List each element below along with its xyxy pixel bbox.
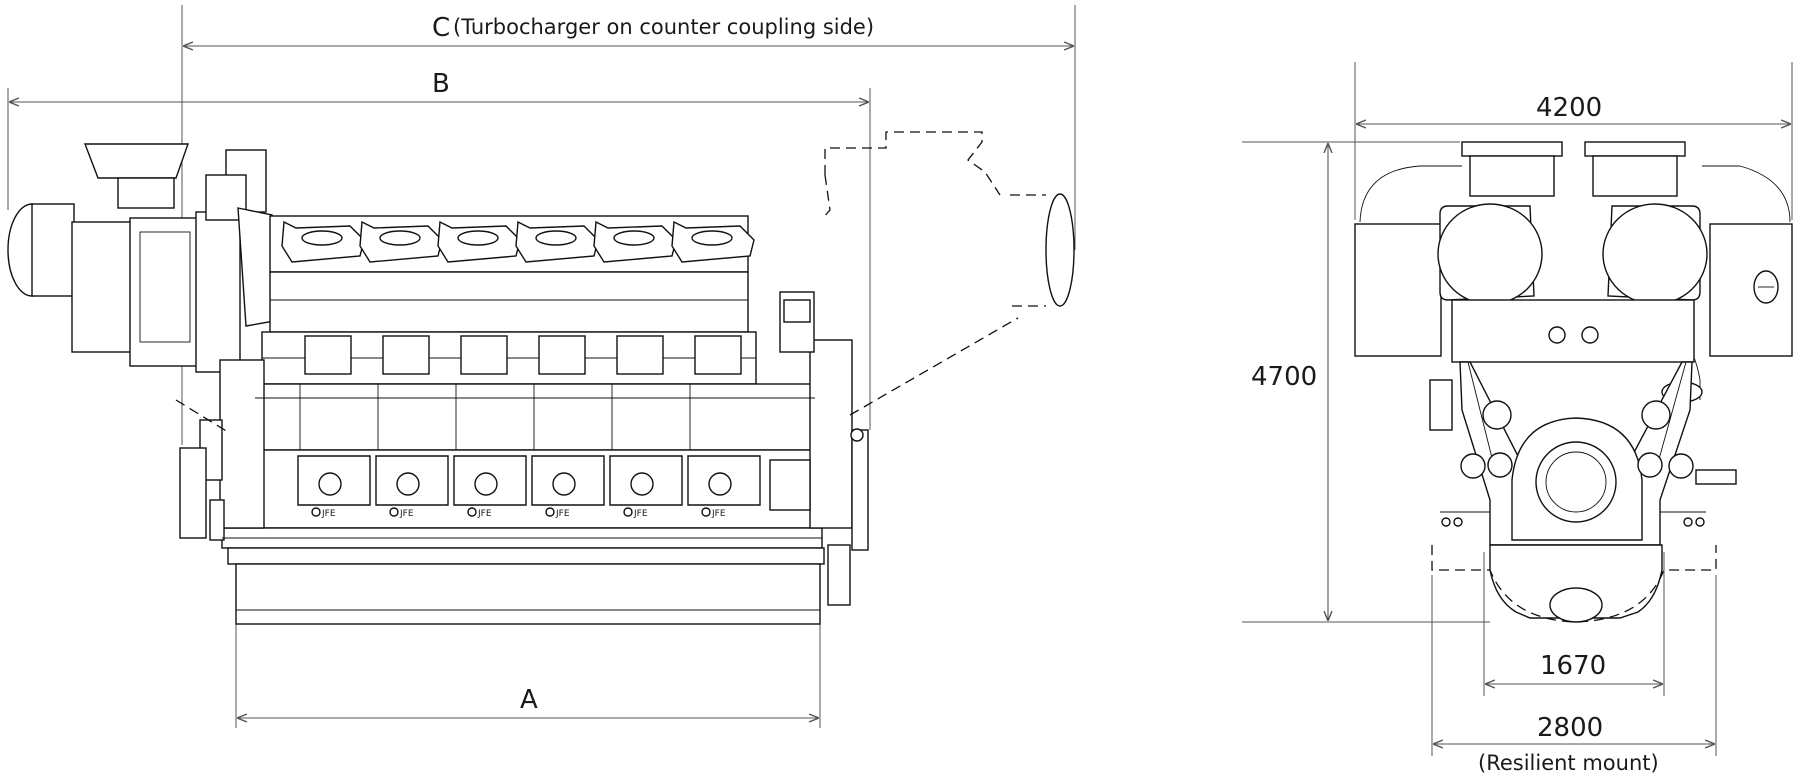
dimension-c-note: (Turbocharger on counter coupling side) <box>453 15 874 39</box>
dimension-height: 4700 <box>1242 141 1490 623</box>
cylinder-unit: JFE <box>281 220 371 519</box>
dimension-width: 4200 <box>1354 62 1793 220</box>
cylinder-unit: JFE <box>437 220 527 519</box>
dimension-height-label: 4700 <box>1251 362 1317 392</box>
dimension-b: B <box>7 69 871 430</box>
dimension-b-label: B <box>432 69 450 99</box>
cylinder-unit: JFE <box>515 220 605 519</box>
cylinder-badge: JFE <box>633 509 648 519</box>
engine-side-outline <box>7 143 869 625</box>
cylinder-unit: JFE <box>593 220 683 519</box>
dimension-c: C (Turbocharger on counter coupling side… <box>181 5 1076 445</box>
cylinder-badge: JFE <box>477 509 492 519</box>
dimension-width-label: 4200 <box>1536 93 1602 123</box>
dimension-foot-width: 1670 <box>1483 552 1665 696</box>
side-view: C (Turbocharger on counter coupling side… <box>7 5 1076 728</box>
cylinder-unit: JFE <box>671 220 761 519</box>
alternate-turbocharger-outline <box>175 131 1075 433</box>
dimension-c-label: C <box>432 13 450 43</box>
engine-front-outline <box>1354 141 1793 623</box>
cylinder-badge: JFE <box>321 509 336 519</box>
front-view: 4200 4700 <box>1242 62 1793 775</box>
dimension-mount-width: 2800 (Resilient mount) <box>1431 575 1717 775</box>
dimension-mount-width-label: 2800 <box>1537 713 1603 743</box>
cylinder-unit: JFE <box>359 220 449 519</box>
cylinder-badge: JFE <box>399 509 414 519</box>
dimension-mount-note: (Resilient mount) <box>1478 751 1659 775</box>
dimension-a-label: A <box>520 685 538 715</box>
cylinder-badge: JFE <box>711 509 726 519</box>
dimension-foot-width-label: 1670 <box>1540 651 1606 681</box>
cylinder-units: JFE JFE JFE <box>281 220 761 519</box>
cylinder-badge: JFE <box>555 509 570 519</box>
